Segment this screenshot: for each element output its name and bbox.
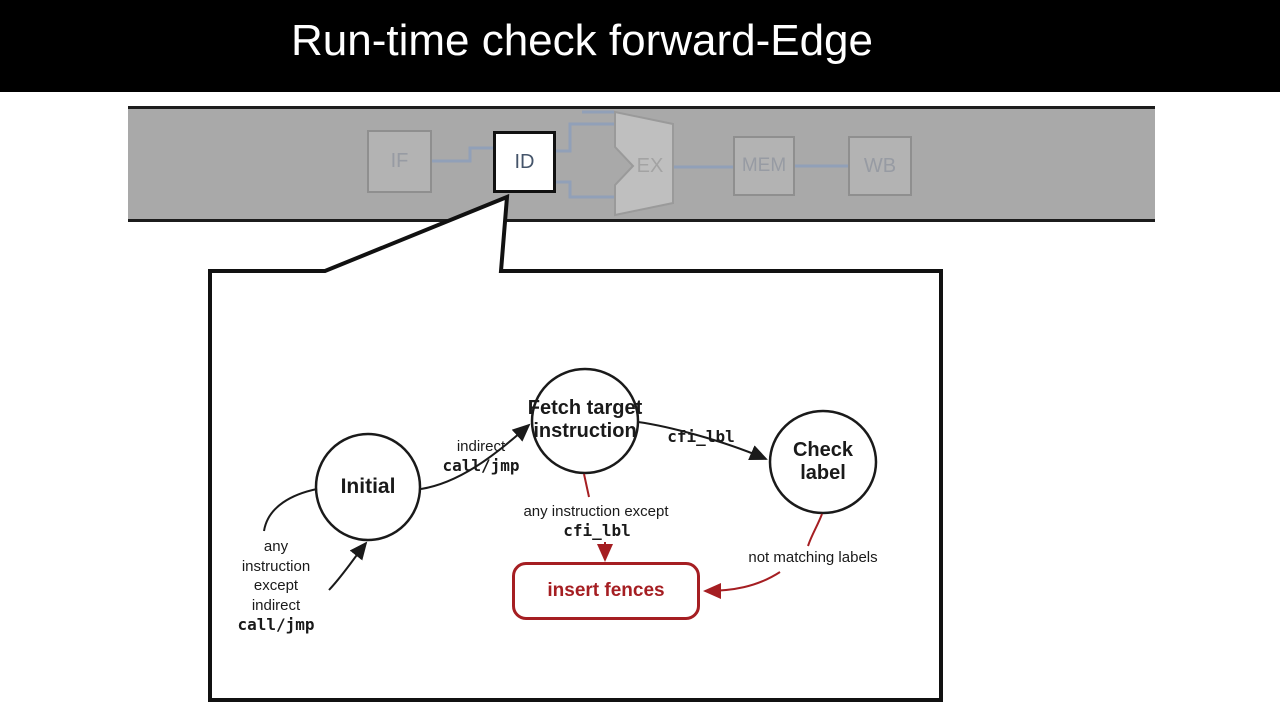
slide-title: Run-time check forward-Edge (290, 16, 873, 65)
stage-if-label: IF (390, 150, 409, 172)
stage-ex-label: EX (636, 155, 664, 177)
state-fetch-label: Fetch target instruction (523, 397, 647, 443)
stage-if: IF (367, 130, 432, 193)
edge-fetch-to-fences-stub (583, 473, 590, 498)
state-check-label: Check label (773, 439, 873, 485)
selfloop-line-1: any (263, 538, 289, 555)
state-check-line2: label (800, 462, 846, 484)
title-banner: Run-time check forward-Edge (0, 0, 1280, 92)
edge-check-to-fences-stub (807, 513, 823, 547)
edge-label-selfloop: any instruction except indirect call/jmp (206, 537, 346, 635)
stage-mem-label: MEM (741, 155, 787, 176)
selfloop-line-4: indirect (251, 596, 301, 614)
edge-label-indirect: indirect (456, 438, 506, 455)
edge-label-call-jmp: call/jmp (442, 456, 520, 475)
insert-fences-label: insert fences (547, 580, 665, 601)
edge-label-not-matching-labels: not matching labels (748, 549, 878, 566)
edge-label-any-except-cfi-lbl: cfi_lbl (563, 521, 631, 540)
stage-id-label: ID (514, 150, 535, 173)
edge-selfloop-out (263, 488, 318, 532)
state-initial-label: Initial (340, 475, 396, 498)
selfloop-line-2: instruction (241, 557, 311, 575)
state-check-line1: Check (792, 439, 854, 461)
selfloop-line-3: except (253, 577, 299, 594)
state-fetch-line1: Fetch target (527, 397, 643, 419)
edge-label-cfi-lbl: cfi_lbl (667, 427, 735, 446)
stage-id-highlighted: ID (493, 131, 556, 193)
stage-mem: MEM (733, 136, 795, 196)
stage-wb-label: WB (863, 154, 897, 177)
stage-wb: WB (848, 136, 912, 196)
edge-check-to-fences-arrow (703, 571, 781, 599)
insert-fences-box: insert fences (512, 562, 700, 620)
state-fetch-line2: instruction (533, 420, 637, 442)
edge-label-any-instruction-except: any instruction except (523, 503, 669, 520)
selfloop-line-5: call/jmp (237, 615, 315, 634)
